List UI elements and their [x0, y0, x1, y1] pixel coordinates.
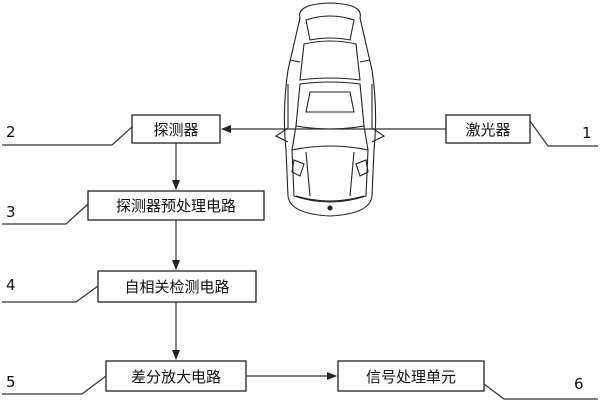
detector-label: 探测器 [153, 121, 198, 139]
label-5: 5 [6, 373, 16, 391]
laser-box [445, 114, 531, 144]
signal-unit-label: 信号处理单元 [366, 368, 456, 386]
signal-unit-box [337, 360, 485, 392]
label-3: 3 [6, 203, 16, 221]
leader-line-6 [483, 383, 598, 400]
laser-label: 激光器 [465, 121, 510, 139]
label-1: 1 [582, 124, 592, 142]
autocorrelation-label: 自相关检测电路 [124, 278, 229, 296]
label-6: 6 [574, 375, 584, 393]
label-4: 4 [6, 276, 16, 294]
leader-line-1 [529, 120, 598, 147]
label-2: 2 [6, 123, 16, 141]
leader-line-3 [2, 203, 89, 225]
preprocess-label: 探测器预处理电路 [116, 197, 236, 215]
diff-amp-label: 差分放大电路 [131, 368, 221, 386]
leader-line-2 [2, 126, 133, 146]
leader-line-4 [2, 285, 99, 303]
detector-box [131, 114, 221, 144]
diff-amp-box [105, 360, 247, 392]
leader-line-5 [2, 375, 107, 395]
car-top-view-icon [274, 2, 386, 217]
